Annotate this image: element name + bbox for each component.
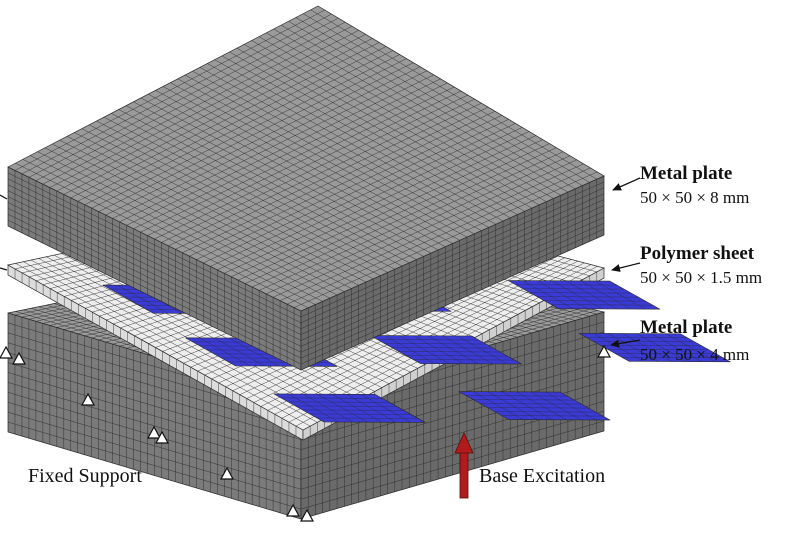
polymer-inclusion-patch <box>508 280 661 310</box>
leader-arrow-icon <box>611 262 641 272</box>
support-triangle-icon <box>80 392 96 406</box>
polymer-inclusion-patch <box>458 391 611 421</box>
fixed-support-label: Fixed Support <box>28 465 142 487</box>
leader-stub <box>0 267 8 271</box>
support-triangle-icon <box>219 466 235 480</box>
top-plate-dimensions: 50 × 50 × 8 mm <box>640 188 749 207</box>
base-excitation-label: Base Excitation <box>479 465 605 487</box>
support-triangle-icon <box>11 351 27 365</box>
polymer-sheet-title: Polymer sheet <box>640 243 755 264</box>
support-triangle-icon <box>154 430 170 444</box>
polymer-sheet-dimensions: 50 × 50 × 1.5 mm <box>640 268 762 287</box>
excitation-arrow-icon <box>454 432 474 499</box>
support-triangle-icon <box>0 345 14 359</box>
leader-stub <box>0 194 8 200</box>
top-plate-title: Metal plate <box>640 163 732 184</box>
support-triangle-icon <box>596 344 612 358</box>
support-triangle-icon <box>146 425 162 439</box>
top-metal-plate <box>7 5 605 371</box>
support-triangle-icon <box>299 508 315 522</box>
bottom-plate-dimensions: 50 × 50 × 4 mm <box>640 345 749 364</box>
bottom-plate-title: Metal plate <box>640 317 732 338</box>
fixed-support-markers <box>0 344 612 522</box>
polymer-inclusion-patch <box>370 335 522 365</box>
polymer-inclusion-patch <box>273 393 426 423</box>
support-triangle-icon <box>285 503 301 517</box>
leader-arrow-icon <box>612 177 641 191</box>
leader-arrow-icon <box>610 339 641 348</box>
